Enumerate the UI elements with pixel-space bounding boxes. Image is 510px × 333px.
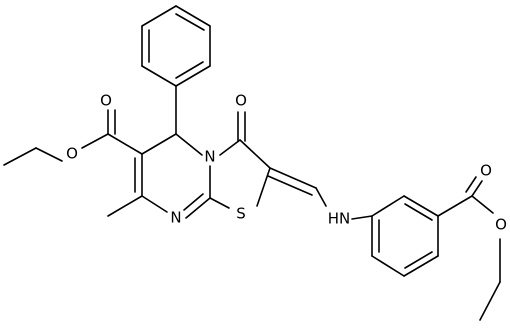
nitrogen-amine: HN (328, 210, 351, 228)
atom-label-layer: O O O N N S HN O O (66, 92, 507, 234)
oxygen-ester1-ether: O (66, 145, 78, 163)
oxygen-ester2-ether: O (495, 216, 507, 234)
oxygen-ester1-carbonyl: O (100, 92, 112, 110)
nitrogen-fused: N (204, 148, 215, 166)
bond-layer (3, 5, 501, 321)
oxygen-ketone: O (235, 92, 247, 110)
oxygen-ester2-carbonyl: O (480, 162, 492, 180)
sulfur-thiazole: S (236, 205, 246, 223)
nitrogen-imine: N (170, 209, 181, 227)
